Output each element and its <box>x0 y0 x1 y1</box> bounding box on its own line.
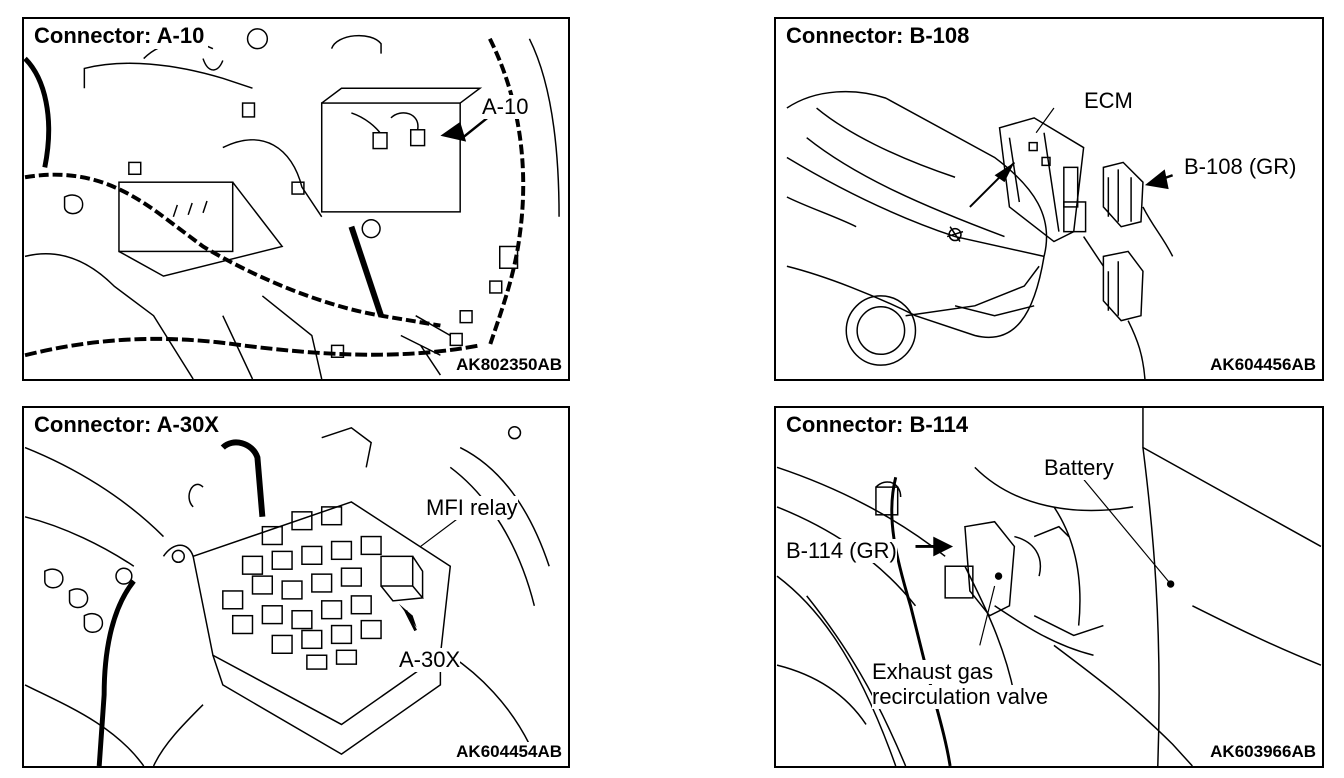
panel-connector-b-108: Connector: B-108 ECM B-108 (GR) AK604456… <box>774 17 1324 381</box>
connector-label-a-10: A-10 <box>482 94 529 119</box>
figure-code: AK603966AB <box>1206 742 1316 762</box>
panel-title: Connector: B-108 <box>786 23 974 49</box>
figure-code: AK604454AB <box>452 742 562 762</box>
panel-title: Connector: A-10 <box>34 23 209 49</box>
egr-label-line2: recirculation valve <box>872 684 1049 709</box>
egr-label-line1: Exhaust gas <box>872 659 994 684</box>
vehicle-ecm-illustration <box>786 90 1174 379</box>
engine-bay-illustration <box>24 28 560 379</box>
figure-code: AK802350AB <box>452 355 562 375</box>
ecm-label: ECM <box>1084 88 1133 113</box>
battery-label: Battery <box>1044 455 1114 480</box>
mfi-relay-label: MFI relay <box>426 495 518 520</box>
panel-connector-a-10: Connector: A-10 A-10 AK802350AB <box>22 17 570 381</box>
connector-label-b-114: B-114 (GR) <box>786 538 897 563</box>
connector-label-a-30x: A-30X <box>399 647 461 672</box>
panel-connector-b-114: Connector: B-114 Battery B-114 (GR) Exha… <box>774 406 1324 768</box>
connector-label-b-108: B-108 (GR) <box>1184 154 1297 179</box>
relay-box-illustration <box>24 426 550 766</box>
figure-code: AK604456AB <box>1206 355 1316 375</box>
panel-connector-a-30x: Connector: A-30X MFI relay A-30X AK60445… <box>22 406 570 768</box>
panel-title: Connector: A-30X <box>34 412 223 438</box>
panel-title: Connector: B-114 <box>786 412 973 438</box>
